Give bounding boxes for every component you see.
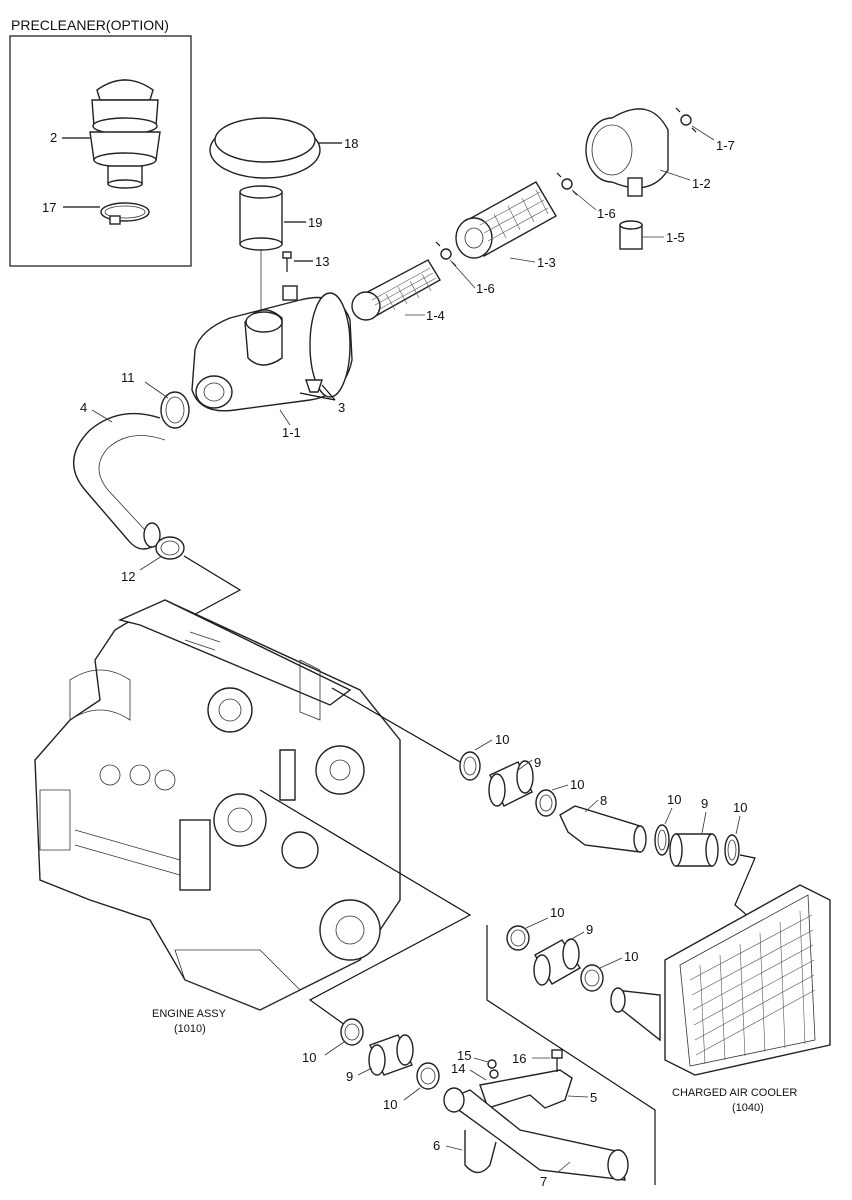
callout-1-6a: 1-6 bbox=[597, 206, 616, 221]
charged-air-cooler-part bbox=[610, 884, 831, 1076]
pipe-8-part bbox=[559, 805, 647, 853]
callout-1-4: 1-4 bbox=[426, 308, 445, 323]
callout-3: 3 bbox=[338, 400, 345, 415]
clamp-10a-part bbox=[459, 751, 481, 781]
engine-label-line1: ENGINE ASSY bbox=[152, 1008, 227, 1020]
cover-1-2-part bbox=[585, 108, 669, 197]
callout-9a: 9 bbox=[534, 755, 541, 770]
callout-1-7: 1-7 bbox=[716, 138, 735, 153]
cover-18-part bbox=[209, 117, 321, 179]
engine-label-line2: (1010) bbox=[174, 1023, 206, 1035]
callout-1-1: 1-1 bbox=[282, 425, 301, 440]
hose-9d-part bbox=[368, 1034, 414, 1076]
bolt-16-part bbox=[551, 1049, 563, 1072]
callout-9c: 9 bbox=[586, 922, 593, 937]
callout-2: 2 bbox=[50, 130, 57, 145]
callout-10e: 10 bbox=[550, 905, 564, 920]
callout-11: 11 bbox=[121, 370, 135, 385]
valve-1-5-part bbox=[619, 220, 643, 250]
bolt-13-part bbox=[282, 251, 292, 272]
callout-1-5: 1-5 bbox=[666, 230, 685, 245]
engine-assembly-part bbox=[34, 599, 401, 1011]
clamp-11-part bbox=[160, 391, 190, 429]
precleaner-box: PRECLEANER(OPTION) 2 17 bbox=[9, 17, 192, 267]
callout-7: 7 bbox=[540, 1174, 547, 1189]
hose-9b-part bbox=[669, 833, 719, 867]
pipe-7-part bbox=[443, 1087, 629, 1181]
callout-10c: 10 bbox=[667, 792, 681, 807]
cooler-label-line1: CHARGED AIR COOLER bbox=[672, 1087, 797, 1099]
callout-5: 5 bbox=[590, 1090, 597, 1105]
clamp-10b-part bbox=[535, 789, 557, 817]
clamp-10e-part bbox=[506, 925, 530, 951]
precleaner-title: PRECLEANER(OPTION) bbox=[11, 17, 169, 33]
wing-nut-1-7-part bbox=[675, 107, 697, 133]
callout-10d: 10 bbox=[733, 800, 747, 815]
inner-filter-1-4-part bbox=[351, 259, 441, 321]
callout-1-3: 1-3 bbox=[537, 255, 556, 270]
hose-4-part bbox=[72, 412, 166, 550]
callout-8: 8 bbox=[600, 793, 607, 808]
callout-9d: 9 bbox=[346, 1069, 353, 1084]
hose-9a-part bbox=[488, 760, 534, 807]
clamp-17-part bbox=[100, 202, 150, 225]
callout-10g: 10 bbox=[302, 1050, 316, 1065]
clamp-10f-part bbox=[580, 964, 604, 992]
callout-1-2: 1-2 bbox=[692, 176, 711, 191]
callout-13: 13 bbox=[315, 254, 329, 269]
clamp-10g-part bbox=[340, 1018, 364, 1046]
nut-15-part bbox=[487, 1059, 499, 1079]
callout-19: 19 bbox=[308, 215, 322, 230]
callout-10f: 10 bbox=[624, 949, 638, 964]
callout-6: 6 bbox=[433, 1138, 440, 1153]
callout-1-6b: 1-6 bbox=[476, 281, 495, 296]
callout-12: 12 bbox=[121, 569, 135, 584]
cooler-label-line2: (1040) bbox=[732, 1102, 764, 1114]
clamp-10h-part bbox=[416, 1062, 440, 1090]
callout-9b: 9 bbox=[701, 796, 708, 811]
tube-19-part bbox=[239, 185, 283, 251]
wing-nut-1-6b-part bbox=[435, 241, 457, 267]
callout-15: 15 bbox=[457, 1048, 471, 1063]
callout-4: 4 bbox=[80, 400, 87, 415]
callout-16: 16 bbox=[512, 1051, 526, 1066]
air-cleaner-housing-part bbox=[191, 285, 353, 412]
precleaner-part bbox=[89, 79, 161, 189]
outer-filter-1-3-part bbox=[455, 181, 557, 259]
bracket-5-part bbox=[479, 1069, 573, 1109]
hose-9c-part bbox=[533, 938, 581, 986]
callout-18: 18 bbox=[344, 136, 358, 151]
u-bolt-6-part bbox=[464, 1130, 497, 1174]
callout-10a: 10 bbox=[495, 732, 509, 747]
callout-10b: 10 bbox=[570, 777, 584, 792]
callout-17: 17 bbox=[42, 200, 56, 215]
callout-10h: 10 bbox=[383, 1097, 397, 1112]
clamp-12-part bbox=[155, 536, 185, 560]
clamp-10c-part bbox=[654, 824, 670, 856]
clamp-10d-part bbox=[724, 834, 740, 866]
callout-14: 14 bbox=[451, 1061, 465, 1076]
